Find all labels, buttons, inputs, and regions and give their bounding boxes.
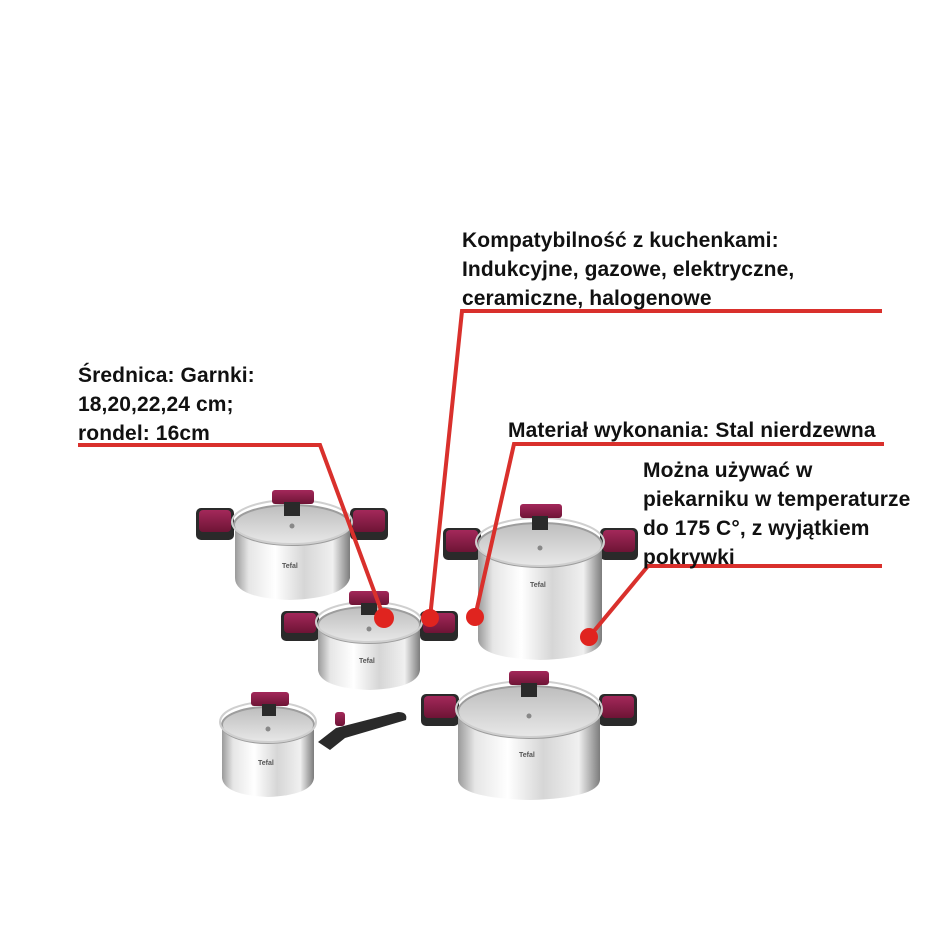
pot-bottom-right: Tefal	[421, 671, 637, 800]
callout-compatibility-line-3: ceramiczne, halogenowe	[462, 287, 712, 310]
svg-text:Tefal: Tefal	[282, 563, 298, 570]
pot-middle: Tefal	[281, 591, 458, 690]
callout-diameter: Średnica: Garnki: 18,20,22,24 cm; rondel…	[78, 361, 255, 448]
callout-oven-line-1: Można używać w	[643, 459, 813, 482]
callout-oven-line-4: pokrywki	[643, 546, 735, 569]
callout-oven: Można używać w piekarniku w temperaturze…	[643, 456, 910, 572]
leader-line-oven	[587, 564, 882, 639]
leader-line-diameter	[78, 443, 386, 619]
callout-compatibility-line-1: Kompatybilność z kuchenkami:	[462, 229, 779, 252]
dot-oven	[580, 628, 598, 646]
leader-dots	[374, 608, 598, 646]
callout-compatibility: Kompatybilność z kuchenkami: Indukcyjne,…	[462, 226, 794, 313]
dot-compatibility	[421, 609, 439, 627]
pot-top-left: Tefal	[196, 490, 388, 600]
svg-text:Tefal: Tefal	[519, 752, 535, 759]
dot-material	[466, 608, 484, 626]
svg-text:Tefal: Tefal	[359, 658, 375, 665]
callout-compatibility-line-2: Indukcyjne, gazowe, elektryczne,	[462, 258, 795, 281]
saucepan: Tefal	[219, 692, 407, 797]
stockpot-right: Tefal	[443, 504, 638, 660]
svg-text:Tefal: Tefal	[258, 760, 274, 767]
callout-diameter-line-3: rondel: 16cm	[78, 422, 210, 445]
callout-material-line-1: Materiał wykonania: Stal nierdzewna	[508, 419, 876, 442]
callout-diameter-line-1: Średnica: Garnki:	[78, 364, 255, 387]
dot-diameter	[374, 608, 394, 628]
callout-oven-line-2: piekarniku w temperaturze	[643, 488, 911, 511]
callout-oven-line-3: do 175 C°, z wyjątkiem	[643, 517, 870, 540]
svg-text:Tefal: Tefal	[530, 582, 546, 589]
callout-material: Materiał wykonania: Stal nierdzewna	[508, 416, 876, 445]
callout-diameter-line-2: 18,20,22,24 cm;	[78, 393, 234, 416]
